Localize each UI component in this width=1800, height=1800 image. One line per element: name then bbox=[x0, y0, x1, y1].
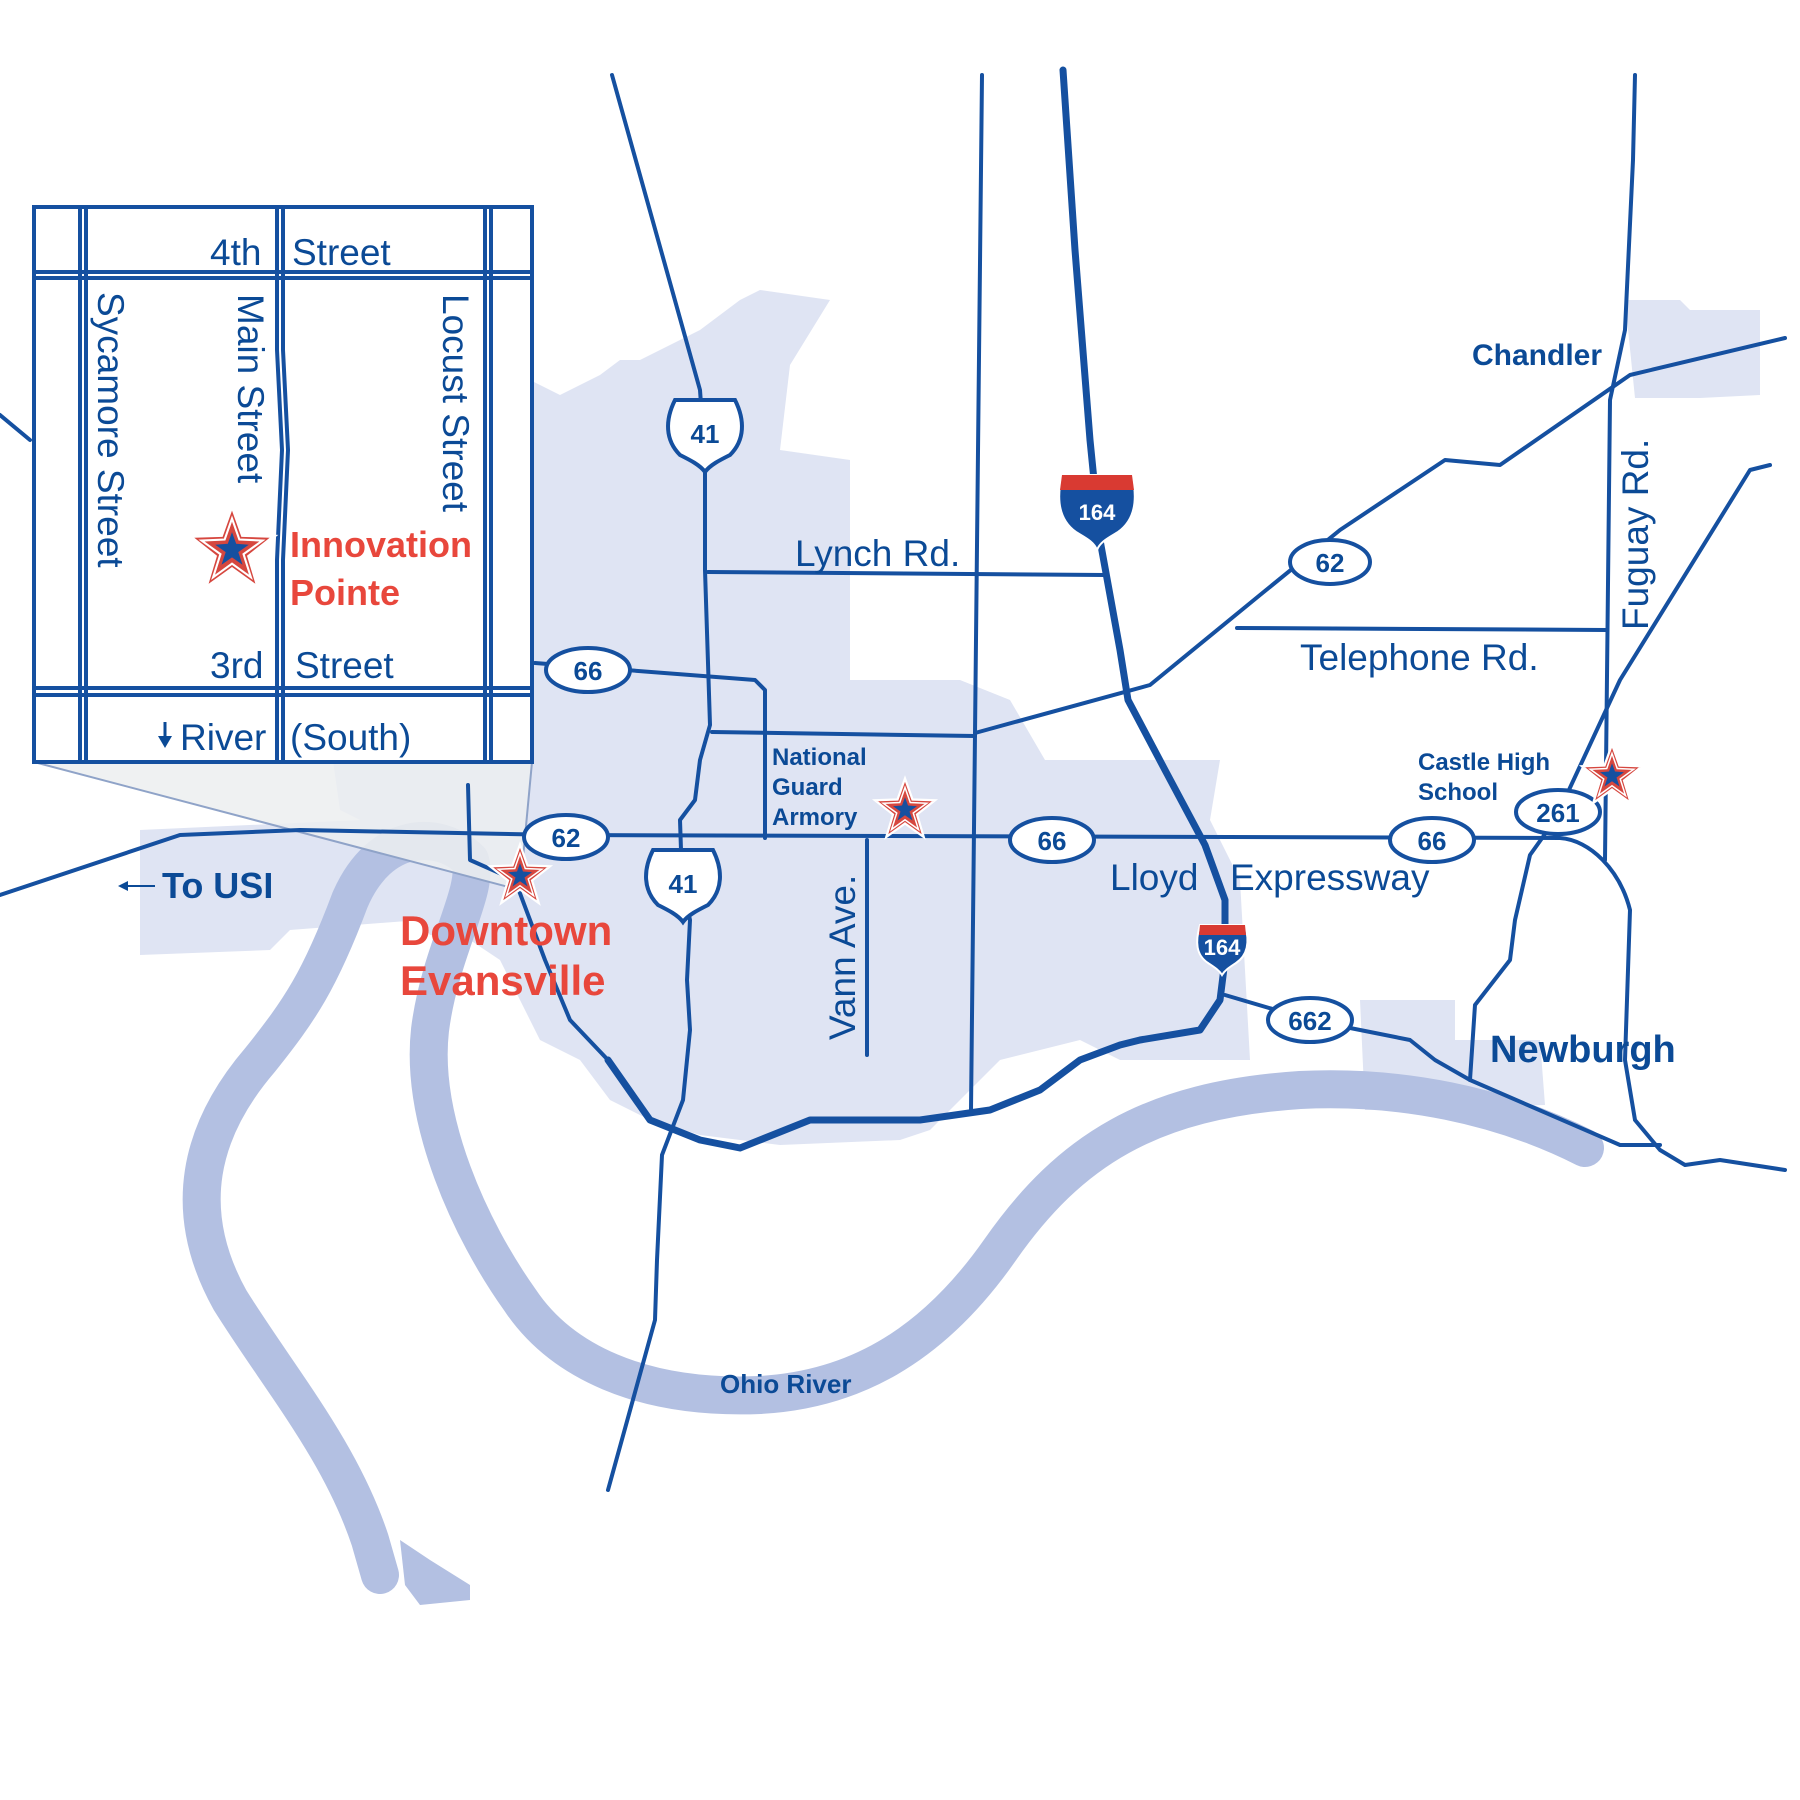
inset-main-line-2 bbox=[281, 207, 291, 762]
sr-66-east-number: 66 bbox=[1418, 826, 1447, 856]
inset-south-label: (South) bbox=[290, 717, 411, 758]
lloyd-label: Lloyd bbox=[1110, 857, 1198, 898]
castle-star-icon bbox=[1580, 743, 1644, 805]
ohio-river-label: Ohio River bbox=[720, 1369, 851, 1399]
sr-66-north-number: 66 bbox=[574, 656, 603, 686]
fuguay-road bbox=[1603, 73, 1637, 862]
us-41-shield-bottom: 41 bbox=[644, 848, 722, 926]
inset-sycamore-label: Sycamore Street bbox=[90, 292, 131, 568]
us-41-bottom-number: 41 bbox=[669, 869, 698, 899]
route-shields: 41 41 164 164 62 62 66 66 bbox=[522, 398, 1602, 1044]
telephone-road-label: Telephone Rd. bbox=[1300, 637, 1539, 678]
sr-66-shield-north: 66 bbox=[544, 646, 632, 694]
i-164-bottom-number: 164 bbox=[1204, 935, 1241, 960]
sr-66-mid-number: 66 bbox=[1038, 826, 1067, 856]
expressway-label: Expressway bbox=[1230, 857, 1430, 898]
arrow-down-icon bbox=[158, 722, 172, 748]
cross-road bbox=[710, 730, 977, 738]
inset-callout-line bbox=[33, 761, 521, 891]
lynch-road-label: Lynch Rd. bbox=[795, 533, 960, 574]
arrow-left-icon bbox=[118, 881, 155, 891]
castle-label-line2: School bbox=[1418, 779, 1498, 806]
sr-261-number: 261 bbox=[1536, 798, 1579, 828]
northwest-road bbox=[0, 413, 32, 442]
armory-label-line2: Guard bbox=[772, 774, 843, 801]
inset-main-line bbox=[275, 207, 285, 762]
sr-66-shield-mid: 66 bbox=[1008, 816, 1096, 864]
route-62-road bbox=[973, 336, 1787, 735]
i-164-shield-top: 164 bbox=[1058, 474, 1136, 553]
rivers bbox=[182, 822, 1604, 1605]
chandler-urban-area bbox=[1625, 300, 1760, 398]
innovation-label-line1: Innovation bbox=[290, 524, 472, 565]
telephone-road bbox=[1235, 626, 1609, 632]
sr-62-west-number: 62 bbox=[552, 823, 581, 853]
sr-66-shield-east: 66 bbox=[1388, 816, 1476, 864]
inset-river-label: River bbox=[180, 717, 266, 758]
riverfront-road bbox=[513, 878, 610, 1062]
i-164-shield-bottom: 164 bbox=[1196, 924, 1249, 977]
route-66-west-road bbox=[533, 661, 767, 840]
fuguay-road-label: Fuguay Rd. bbox=[1615, 439, 1656, 630]
downtown-label-line2: Evansville bbox=[400, 957, 605, 1004]
inset-map: 4th Street 3rd Street Sycamore Street Ma… bbox=[32, 205, 534, 764]
us-41-shield-top: 41 bbox=[666, 398, 744, 476]
armory-label-line1: National bbox=[772, 744, 867, 771]
us-41-top-number: 41 bbox=[691, 419, 720, 449]
downtown-label-line1: Downtown bbox=[400, 907, 612, 954]
innovation-label-line2: Pointe bbox=[290, 572, 400, 613]
inset-locust-label: Locust Street bbox=[435, 294, 476, 513]
newburgh-label: Newburgh bbox=[1490, 1029, 1676, 1071]
inset-4th-label: 4th bbox=[210, 232, 261, 273]
inset-3rd-street-label: Street bbox=[295, 645, 394, 686]
sr-62-shield-east: 62 bbox=[1288, 538, 1372, 586]
vann-ave-label: Vann Ave. bbox=[822, 875, 863, 1040]
map-labels: Lynch Rd. Telephone Rd. Fuguay Rd. Vann … bbox=[118, 339, 1676, 1399]
inset-4th-street-label: Street bbox=[292, 232, 391, 273]
i-164-road bbox=[604, 66, 1229, 1152]
inset-3rd-label: 3rd bbox=[210, 645, 263, 686]
sr-662-shield: 662 bbox=[1266, 996, 1354, 1044]
sr-261-shield: 261 bbox=[1514, 788, 1602, 836]
sr-62-east-number: 62 bbox=[1316, 548, 1345, 578]
north-south-road-1 bbox=[969, 73, 984, 1112]
green-river-branch bbox=[400, 1540, 470, 1605]
armory-label-line3: Armory bbox=[772, 804, 858, 831]
inset-main-label: Main Street bbox=[230, 294, 271, 484]
chandler-label: Chandler bbox=[1472, 339, 1602, 372]
sr-62-shield-west: 62 bbox=[522, 813, 610, 861]
ohio-river bbox=[182, 822, 1604, 1594]
sr-662-number: 662 bbox=[1288, 1006, 1331, 1036]
to-usi-label: To USI bbox=[162, 865, 273, 906]
lynch-road bbox=[706, 570, 1107, 577]
i-164-top-number: 164 bbox=[1079, 500, 1116, 525]
route-261-road bbox=[1468, 463, 1772, 1082]
castle-label-line1: Castle High bbox=[1418, 749, 1550, 776]
